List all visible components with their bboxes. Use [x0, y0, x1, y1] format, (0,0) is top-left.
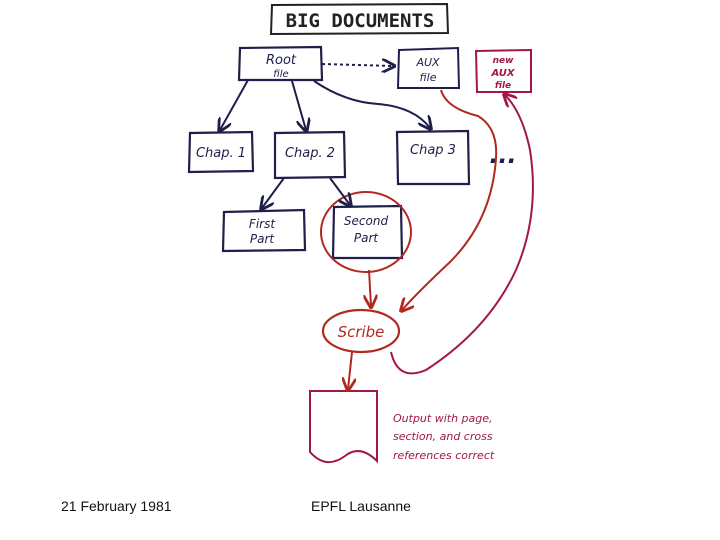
arrow-root-to-chap1 — [220, 79, 249, 130]
output-document-shape — [309, 390, 378, 464]
arrow-second-part-to-scribe — [369, 269, 371, 306]
chap3-box — [395, 129, 471, 186]
title-box — [269, 2, 450, 36]
root-file-node: Root file — [237, 45, 324, 82]
footer-date: 21 February 1981 — [61, 498, 172, 514]
aux-file-node: AUX file — [396, 46, 461, 89]
second-part-box — [331, 204, 404, 260]
footer-place: EPFL Lausanne — [311, 498, 411, 514]
first-part-label-1: First — [249, 217, 276, 231]
arrow-scribe-to-new-aux — [390, 95, 534, 375]
output-note-line-3: references correct — [393, 449, 495, 462]
root-file-box — [237, 45, 324, 82]
aux-file-label-2: file — [420, 71, 437, 84]
first-part-label-2: Part — [250, 232, 276, 246]
new-aux-file-node: new AUX file — [474, 48, 532, 93]
scribe-node: Scribe — [321, 308, 401, 354]
second-part-label-2: Part — [354, 231, 380, 245]
scribe-ellipse — [321, 308, 401, 354]
chap3-node: Chap 3 — [395, 129, 471, 186]
arrow-root-to-chap2 — [291, 80, 306, 130]
diagram-title: BIG DOCUMENTS — [269, 2, 450, 36]
first-part-node: First Part — [221, 208, 307, 253]
aux-file-box — [396, 46, 461, 89]
red-arrows — [348, 89, 534, 389]
arrow-root-to-aux — [321, 64, 393, 66]
root-file-label-2: file — [273, 69, 288, 80]
root-file-label-1: Root — [266, 53, 297, 68]
title-text: BIG DOCUMENTS — [286, 10, 435, 32]
navy-arrows — [220, 64, 430, 208]
chap3-label: Chap 3 — [410, 143, 456, 158]
chap2-box — [273, 130, 347, 180]
chap2-node: Chap. 2 — [273, 130, 347, 180]
scribe-label: Scribe — [338, 323, 385, 341]
chap1-label: Chap. 1 — [196, 146, 246, 161]
second-part-label-1: Second — [344, 214, 389, 228]
output-note-line-2: section, and cross — [393, 430, 493, 443]
chap2-label: Chap. 2 — [285, 146, 335, 161]
output-note-line-1: Output with page, — [393, 412, 493, 425]
chap1-node: Chap. 1 — [187, 130, 255, 174]
new-aux-file-box — [474, 48, 532, 93]
arrow-root-to-chap3 — [313, 80, 430, 128]
more-chapters-ellipsis: ... — [489, 141, 516, 169]
second-part-highlight-circle — [320, 191, 412, 273]
output-note: Output with page, section, and cross ref… — [393, 412, 495, 462]
new-aux-label-1: new — [493, 56, 515, 66]
new-aux-label-2: AUX — [490, 68, 515, 79]
arrow-scribe-to-output — [348, 351, 352, 389]
aux-file-label-1: AUX — [415, 56, 440, 69]
arrow-chap2-to-second-part — [329, 177, 350, 205]
new-aux-label-3: file — [495, 81, 511, 91]
arrow-aux-to-scribe — [402, 89, 498, 310]
arrow-chap2-to-first-part — [262, 177, 285, 208]
second-part-node: Second Part — [320, 191, 412, 273]
first-part-box — [221, 208, 307, 253]
